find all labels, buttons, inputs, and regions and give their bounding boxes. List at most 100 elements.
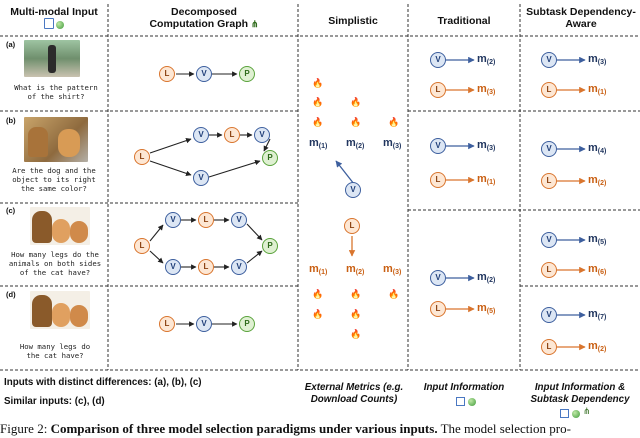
graph-icon: ⋔ <box>250 19 259 29</box>
subtask-node-l: L <box>541 339 557 355</box>
metric-m2-top: m(2) <box>346 137 365 150</box>
question-c: How many legs do the animals on both sid… <box>8 250 102 277</box>
graph-node-l: L <box>134 149 150 165</box>
header-multimodal-input: Multi-modal Input <box>4 6 104 31</box>
header-traditional: Traditional <box>437 15 491 27</box>
figure-caption: Figure 2: Comparison of three model sele… <box>0 421 571 436</box>
subtask-metric: m(7) <box>588 308 607 321</box>
traditional-metric: m(5) <box>477 302 496 315</box>
graph-node-l: L <box>198 259 214 275</box>
traditional-node-v: V <box>430 52 446 68</box>
traditional-node-v: V <box>430 270 446 286</box>
subtask-metric: m(4) <box>588 142 607 155</box>
flame-icon: 🔥 <box>350 117 362 127</box>
graph-node-l: L <box>134 238 150 254</box>
graph-node-v: V <box>196 316 212 332</box>
metric-m1-top: m(1) <box>309 137 328 150</box>
image-icon <box>572 410 580 418</box>
graph-node-v: V <box>193 170 209 186</box>
image-dog-cat-kitten <box>30 207 90 245</box>
document-icon <box>560 409 569 418</box>
header-computation-graph: Decomposed Computation Graph ⋔ <box>149 6 259 30</box>
footer-subtask: Input Information & Subtask Dependency <box>530 382 630 405</box>
graph-node-v: V <box>165 259 181 275</box>
footer-simplistic: External Metrics (e.g. Download Counts) <box>304 382 404 405</box>
subtask-metric: m(6) <box>588 263 607 276</box>
traditional-metric: m(3) <box>477 83 496 96</box>
subtask-node-l: L <box>541 82 557 98</box>
metric-m3-top: m(3) <box>383 137 402 150</box>
metric-m2-bottom: m(2) <box>346 263 365 276</box>
flame-icon: 🔥 <box>312 289 324 299</box>
footer-traditional: Input Information <box>423 382 505 393</box>
subtask-metric: m(3) <box>588 53 607 66</box>
flame-icon: 🔥 <box>350 309 362 319</box>
graph-node-l: L <box>224 127 240 143</box>
flame-icon: 🔥 <box>312 97 324 107</box>
graph-node-l: L <box>159 316 175 332</box>
image-dog-and-cat <box>24 117 88 162</box>
graph-node-p: P <box>262 150 278 166</box>
question-d: How many legs do the cat have? <box>19 342 91 360</box>
flame-icon: 🔥 <box>388 117 400 127</box>
graph-node-v: V <box>231 212 247 228</box>
subtask-node-v: V <box>541 232 557 248</box>
subtask-node-v: V <box>541 52 557 68</box>
subtask-node-v: V <box>541 141 557 157</box>
flame-icon: 🔥 <box>312 309 324 319</box>
subtask-metric: m(5) <box>588 233 607 246</box>
header-simplistic: Simplistic <box>328 15 378 27</box>
traditional-metric: m(2) <box>477 53 496 66</box>
subtask-node-l: L <box>541 262 557 278</box>
flame-icon: 🔥 <box>350 329 362 339</box>
flame-icon: 🔥 <box>312 117 324 127</box>
subtask-node-l: L <box>541 173 557 189</box>
image-icon <box>468 398 476 406</box>
graph-node-l: L <box>198 212 214 228</box>
subtask-node-v: V <box>541 307 557 323</box>
row-label-d: (d) <box>6 290 16 299</box>
traditional-node-l: L <box>430 301 446 317</box>
image-icon <box>56 21 65 29</box>
traditional-metric: m(3) <box>477 139 496 152</box>
graph-node-l: L <box>159 66 175 82</box>
image-dog-cat-kitten-2 <box>30 291 90 329</box>
graph-node-v: V <box>254 127 270 143</box>
question-b: Are the dog and the object to its right … <box>12 166 96 193</box>
traditional-node-l: L <box>430 82 446 98</box>
simplistic-node-v: V <box>345 182 361 198</box>
graph-node-p: P <box>239 316 255 332</box>
flame-icon: 🔥 <box>312 78 324 88</box>
flame-icon: 🔥 <box>388 289 400 299</box>
traditional-node-v: V <box>430 138 446 154</box>
graph-node-v: V <box>231 259 247 275</box>
note-distinct-inputs: Inputs with distinct differences: (a), (… <box>4 377 202 388</box>
simplistic-node-l: L <box>344 218 360 234</box>
metric-m3-bottom: m(3) <box>383 263 402 276</box>
subtask-metric: m(2) <box>588 174 607 187</box>
document-icon <box>43 18 54 29</box>
image-person-walking <box>24 40 80 77</box>
traditional-metric: m(2) <box>477 271 496 284</box>
graph-node-v: V <box>196 66 212 82</box>
question-a: What is the pattern of the shirt? <box>14 83 98 101</box>
row-label-a: (a) <box>6 40 16 49</box>
graph-node-v: V <box>193 127 209 143</box>
row-label-c: (c) <box>6 206 16 215</box>
flame-icon: 🔥 <box>350 289 362 299</box>
graph-icon: ⋔ <box>583 406 591 416</box>
row-label-b: (b) <box>6 116 16 125</box>
header-subtask-dependency-aware: Subtask Dependency-Aware <box>526 6 636 30</box>
subtask-metric: m(2) <box>588 340 607 353</box>
document-icon <box>456 397 465 406</box>
subtask-metric: m(1) <box>588 83 607 96</box>
note-similar-inputs: Similar inputs: (c), (d) <box>4 396 105 407</box>
graph-node-p: P <box>239 66 255 82</box>
metric-m1-bottom: m(1) <box>309 263 328 276</box>
flame-icon: 🔥 <box>350 97 362 107</box>
traditional-node-l: L <box>430 172 446 188</box>
graph-node-p: P <box>262 238 278 254</box>
traditional-metric: m(1) <box>477 173 496 186</box>
graph-node-v: V <box>165 212 181 228</box>
